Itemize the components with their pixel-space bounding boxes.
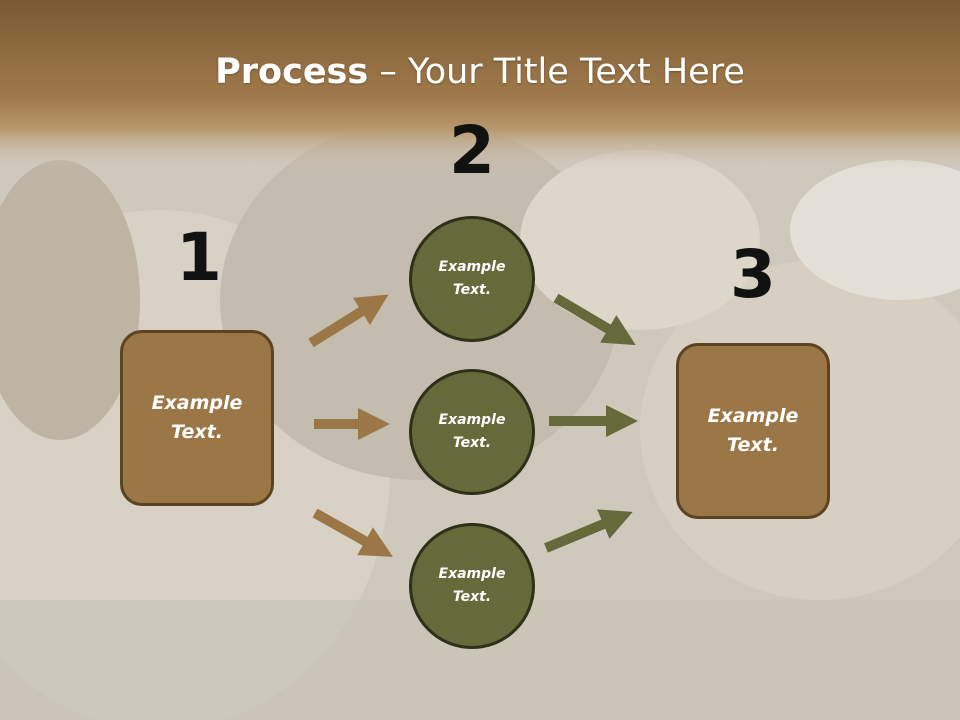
circle-bottom-text: Example Text. xyxy=(438,566,506,605)
circle-top-text: Example Text. xyxy=(438,259,506,298)
left-process-box: Example Text. xyxy=(120,330,274,506)
step-number-1: 1 xyxy=(176,219,222,296)
arrow-left-to-bottom xyxy=(312,508,393,557)
step-number-3: 3 xyxy=(730,236,776,313)
right-process-box: Example Text. xyxy=(676,343,830,519)
title-rest: – Your Title Text Here xyxy=(368,52,745,92)
step-number-2: 2 xyxy=(449,112,495,189)
circle-middle: Example Text. xyxy=(409,369,535,495)
left-box-text: Example Text. xyxy=(151,392,243,443)
arrow-bottom-to-right xyxy=(544,509,633,553)
arrow-top-to-right xyxy=(553,293,636,346)
arrow-left-to-top xyxy=(308,294,389,348)
right-box-text: Example Text. xyxy=(707,405,799,456)
circle-top: Example Text. xyxy=(409,216,535,342)
title-bold: Process xyxy=(215,52,369,92)
slide-title: Process – Your Title Text Here xyxy=(0,52,960,92)
circle-middle-text: Example Text. xyxy=(438,412,506,451)
circle-bottom: Example Text. xyxy=(409,523,535,649)
